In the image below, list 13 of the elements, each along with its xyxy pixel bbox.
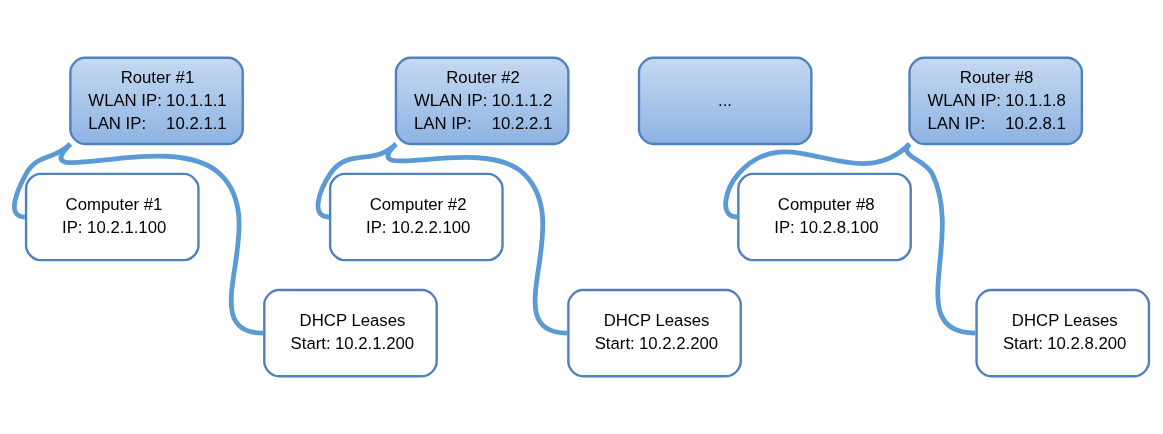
node-box: DHCP Leases Start: 10.2.1.200 <box>263 288 438 378</box>
node-box: DHCP Leases Start: 10.2.2.200 <box>567 288 742 378</box>
connector <box>59 142 264 336</box>
node-box: Router #1 WLAN IP: 10.1.1.1 LAN IP: 10.2.1.1 <box>69 56 244 146</box>
node-box: Computer #2 IP: 10.2.2.100 <box>328 172 504 262</box>
connector <box>386 142 568 336</box>
node-box: Computer #8 IP: 10.2.8.100 <box>737 172 912 262</box>
node-box: ... <box>637 56 813 146</box>
node-box: Router #2 WLAN IP: 10.1.1.2 LAN IP: 10.2.2.1 <box>394 56 570 146</box>
node-box: DHCP Leases Start: 10.2.8.200 <box>975 288 1151 378</box>
connector <box>904 142 976 336</box>
node-box: Router #8 WLAN IP: 10.1.1.8 LAN IP: 10.2.8.1 <box>908 56 1084 146</box>
node-box: Computer #1 IP: 10.2.1.100 <box>24 172 200 262</box>
